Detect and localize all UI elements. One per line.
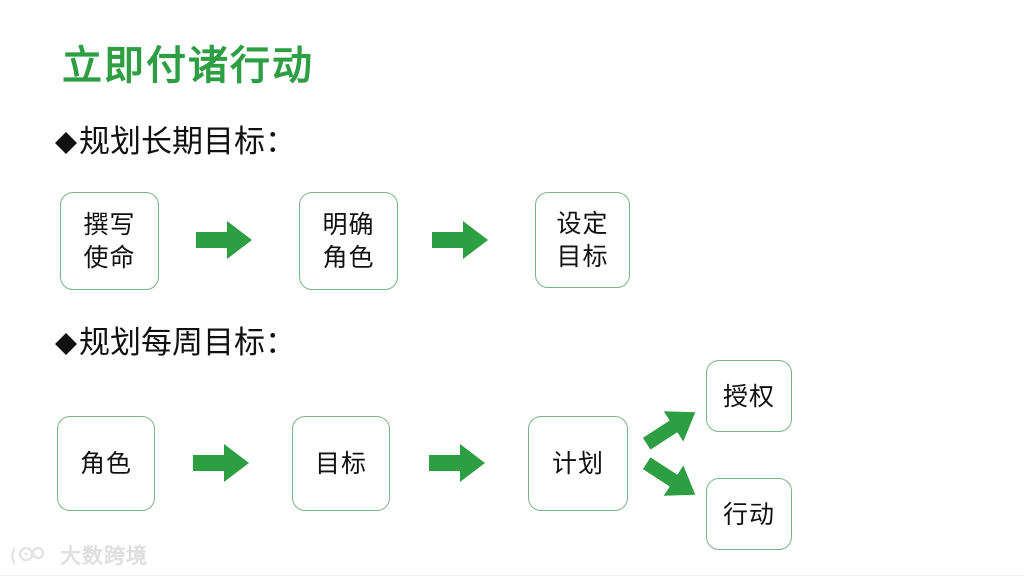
flow-box-delegate[interactable]: 授权 [706,360,792,432]
flow-box-line: 设定 [556,209,609,238]
section-heading-label: 规划每周目标： [79,325,296,361]
arrow-right-icon [429,444,485,482]
flow-box-line: 角色 [322,243,375,272]
flow-box-line: 授权 [722,381,775,411]
diamond-bullet-icon [55,121,77,154]
flow-box-line: 目标 [556,242,609,271]
flow-box-line: 计划 [551,449,604,478]
arrow-right-icon [193,444,249,482]
flow-box-line: 明确 [322,210,375,239]
flow-box-clarify-role[interactable]: 明确 角色 [299,192,398,290]
flow-box-line: 使命 [83,243,136,272]
flow-box-action[interactable]: 行动 [706,478,792,550]
arrow-up-right-icon [642,411,696,450]
watermark: 大数跨境 [8,544,148,568]
arrow-down-right-icon [642,457,696,496]
flow-box-goal[interactable]: 目标 [292,416,390,511]
flow-box-role[interactable]: 角色 [57,416,155,511]
section-heading-long-term: 规划长期目标： [55,127,296,158]
flow-box-write-mission[interactable]: 撰写 使命 [60,192,159,290]
section-heading-weekly: 规划每周目标： [55,328,296,359]
page-title: 立即付诸行动 [62,44,314,88]
flow-box-line: 目标 [314,449,367,478]
dashukuajing-logo-icon [11,546,45,565]
watermark-text: 大数跨境 [60,543,148,568]
flow-box-plan[interactable]: 计划 [528,416,628,511]
flow-box-set-goal[interactable]: 设定 目标 [535,192,630,288]
flow-box-line: 撰写 [83,210,136,239]
flow-box-line: 角色 [79,449,132,478]
section-heading-label: 规划长期目标： [79,124,296,160]
diamond-bullet-icon [55,322,77,355]
arrow-right-icon [432,221,488,259]
flow-box-line: 行动 [722,499,775,529]
arrow-right-icon [196,221,252,259]
